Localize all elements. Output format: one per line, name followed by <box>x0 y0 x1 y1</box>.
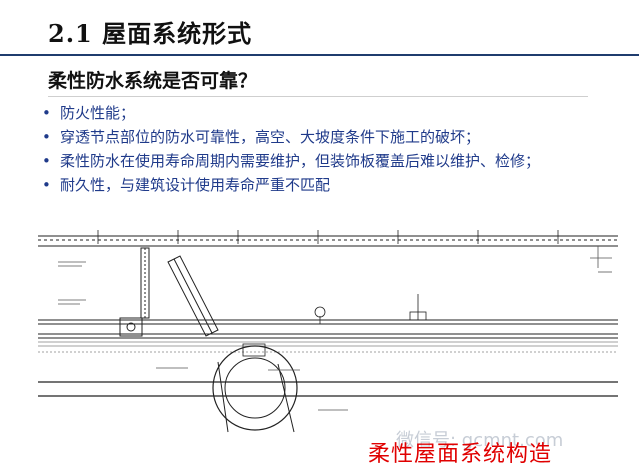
bullet-item: • 防火性能； <box>40 104 600 123</box>
bullet-text: 耐久性，与建筑设计使用寿命严重不匹配 <box>60 176 331 194</box>
bullet-text: 穿透节点部位的防水可靠性，高空、大坡度条件下施工的破坏； <box>60 128 481 146</box>
watermark-text: 微信号: gcmnt.com <box>396 430 564 451</box>
bullet-dot-icon: • <box>42 152 51 170</box>
roof-section-drawing <box>38 230 618 433</box>
slide-title: 2.1 屋面系统形式 <box>48 19 253 48</box>
bullet-item: • 耐久性，与建筑设计使用寿命严重不匹配 <box>40 176 600 195</box>
bullet-item: • 柔性防水在使用寿命周期内需要维护，但装饰板覆盖后难以维护、检修； <box>40 152 600 171</box>
bullet-item: • 穿透节点部位的防水可靠性，高空、大坡度条件下施工的破坏； <box>40 128 600 147</box>
bullet-dot-icon: • <box>42 176 51 194</box>
subtitle-divider <box>48 96 588 97</box>
bullet-text: 防火性能； <box>60 104 136 122</box>
drawing-caption: 柔性屋面系统构造 <box>368 442 553 467</box>
bullet-dot-icon: • <box>42 128 51 146</box>
title-divider <box>0 54 639 56</box>
bullet-list: • 防火性能； • 穿透节点部位的防水可靠性，高空、大坡度条件下施工的破坏； • 柔性… <box>40 104 600 200</box>
bullet-text: 柔性防水在使用寿命周期内需要维护，但装饰板覆盖后难以维护、检修； <box>60 152 541 170</box>
bullet-dot-icon: • <box>42 104 51 122</box>
slide-subtitle: 柔性防水系统是否可靠？ <box>48 70 258 92</box>
